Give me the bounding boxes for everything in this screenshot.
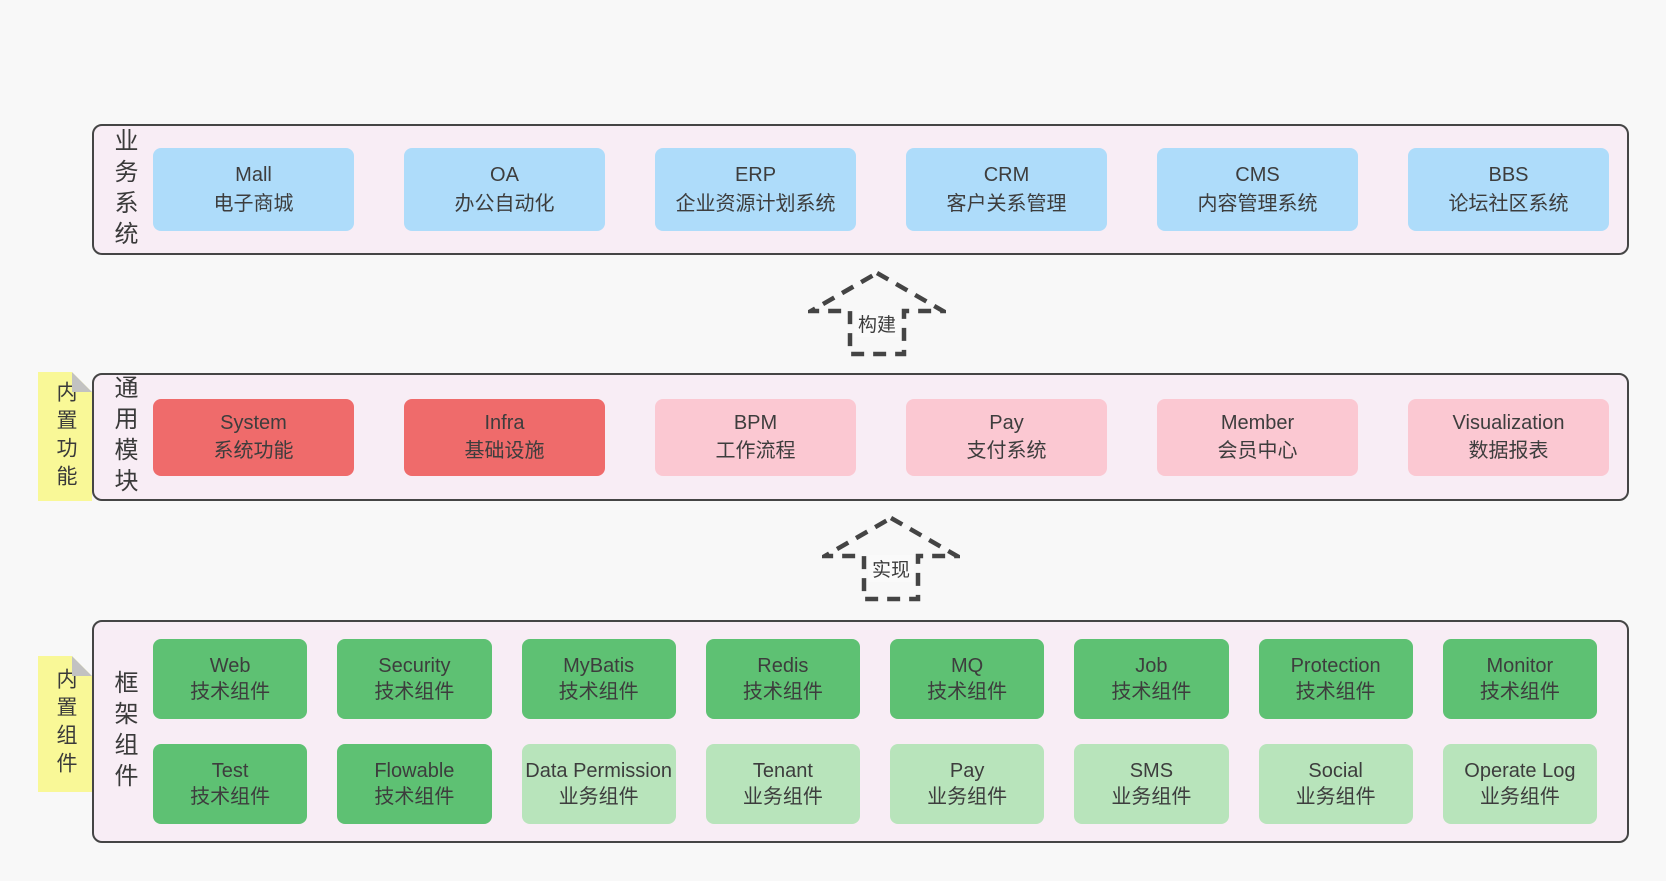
sticky-note-built-in-components: 内置组件 [38,656,92,792]
build-arrow: 构建 [808,270,946,357]
implement-arrow-label: 实现 [867,555,915,582]
sticky-note-built-in-features: 内置功能 [38,372,92,501]
band-label-general-modules: 通用模块 [110,375,137,499]
band-label-framework-components: 框架组件 [110,669,137,794]
sticky-note-label: 内置功能 [54,380,77,493]
sticky-fold-icon [72,656,92,676]
up-arrow-icon [822,515,960,602]
sticky-fold-icon [72,372,92,392]
implement-arrow: 实现 [822,515,960,602]
build-arrow-label: 构建 [853,310,901,337]
band-label-business-systems: 业务系统 [110,127,137,252]
sticky-note-label: 内置组件 [54,668,77,780]
up-arrow-icon [808,270,946,357]
